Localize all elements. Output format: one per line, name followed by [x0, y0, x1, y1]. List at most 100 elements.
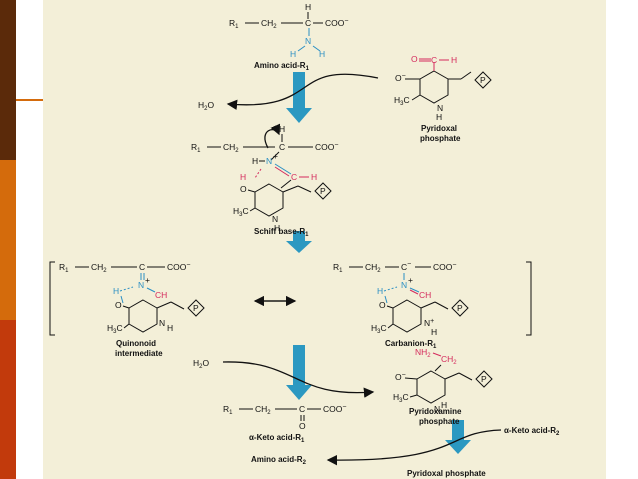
svg-text:α-Keto acid-R1: α-Keto acid-R1	[249, 433, 305, 444]
svg-text:N: N	[401, 280, 407, 290]
svg-text:COO−: COO−	[433, 262, 456, 272]
amino-acid-r1: R1 CH2 C COO− H N H H Amino acid-R1	[229, 2, 348, 72]
svg-text:phosphate: phosphate	[420, 134, 461, 143]
svg-text:O: O	[240, 184, 247, 194]
svg-text:H: H	[252, 156, 258, 166]
sidebar-stripe-dark	[0, 0, 16, 160]
svg-text:CH: CH	[155, 290, 167, 300]
svg-text:Pyridoxal phosphate: Pyridoxal phosphate	[407, 469, 486, 478]
svg-text:H: H	[311, 172, 317, 182]
svg-text:NH2: NH2	[415, 347, 431, 359]
svg-text:+: +	[273, 151, 278, 161]
svg-text:C: C	[291, 172, 297, 182]
svg-text:C: C	[305, 18, 311, 28]
alpha-keto-acid-r1: R1 CH2 C COO− O α-Keto acid-R1	[223, 404, 346, 444]
svg-text:O: O	[115, 300, 122, 310]
svg-text:H: H	[441, 400, 447, 410]
svg-text:Amino acid-R2: Amino acid-R2	[251, 455, 307, 466]
svg-text:H: H	[431, 327, 437, 337]
svg-text:Quinonoid: Quinonoid	[116, 339, 156, 348]
carbanion-r1: R1 CH2 C− COO− N + CH H O P H3C N+ H Car…	[333, 261, 469, 350]
svg-text:Pyridoxamine: Pyridoxamine	[409, 407, 462, 416]
sidebar-stripe-orange	[0, 160, 16, 320]
left-bracket	[49, 261, 55, 336]
svg-text:Carbanion-R1: Carbanion-R1	[385, 339, 437, 350]
svg-text:N+: N+	[424, 318, 434, 328]
sidebar-stripe-red	[0, 320, 16, 479]
svg-text:H3C: H3C	[371, 323, 387, 335]
svg-text:H3C: H3C	[393, 392, 409, 404]
svg-text:H: H	[436, 112, 442, 122]
svg-text:R1: R1	[333, 262, 343, 274]
process-arrow-1	[286, 72, 312, 123]
svg-text:C: C	[299, 404, 305, 414]
svg-text:P: P	[193, 303, 199, 313]
svg-text:H2O: H2O	[198, 100, 214, 112]
svg-text:COO−: COO−	[315, 142, 338, 152]
svg-text:R1: R1	[191, 142, 201, 154]
svg-text:H2O: H2O	[193, 358, 209, 370]
svg-text:N: N	[138, 280, 144, 290]
svg-text:COO−: COO−	[167, 262, 190, 272]
svg-text:CH2: CH2	[441, 354, 457, 366]
svg-text:COO−: COO−	[325, 18, 348, 28]
water-input-2: H2O	[193, 358, 375, 398]
svg-text:N: N	[434, 404, 440, 414]
svg-text:P: P	[480, 75, 486, 85]
transamination-diagram: R1 CH2 C COO− H N H H Amino acid-R1 O C …	[49, 2, 560, 478]
svg-text:H: H	[274, 223, 280, 233]
svg-text:CH2: CH2	[223, 142, 239, 154]
svg-text:H3C: H3C	[394, 95, 410, 107]
svg-text:H: H	[377, 286, 383, 296]
svg-text:N: N	[272, 214, 278, 224]
svg-text:N: N	[305, 36, 311, 46]
svg-text:O: O	[299, 421, 306, 431]
svg-text:Schiff base-R1: Schiff base-R1	[254, 227, 309, 238]
svg-text:H: H	[451, 55, 457, 65]
svg-text:O: O	[379, 300, 386, 310]
svg-text:N: N	[159, 318, 165, 328]
svg-text:C: C	[139, 262, 145, 272]
svg-text:COO−: COO−	[323, 404, 346, 414]
svg-text:R1: R1	[59, 262, 69, 274]
svg-text:H: H	[240, 172, 246, 182]
diagram-panel: R1 CH2 C COO− H N H H Amino acid-R1 O C …	[43, 0, 606, 479]
svg-text:O: O	[411, 54, 418, 64]
svg-text:N: N	[437, 103, 443, 113]
right-bracket	[526, 261, 532, 336]
svg-text:Amino acid-R1: Amino acid-R1	[254, 61, 310, 72]
svg-text:H3C: H3C	[233, 206, 249, 218]
svg-text:H: H	[167, 323, 173, 333]
svg-text:O−: O−	[395, 73, 406, 83]
svg-text:CH2: CH2	[365, 262, 381, 274]
quinonoid-intermediate: R1 CH2 C COO− N + CH H O P H3C N H Quino…	[59, 262, 205, 358]
svg-text:Pyridoxal: Pyridoxal	[421, 124, 457, 133]
svg-text:α-Keto acid-R2: α-Keto acid-R2	[504, 426, 560, 437]
pyridoxal-phosphate-structure: O C H O− P H3C N H Pyridoxal phosphate	[394, 54, 492, 143]
svg-text:P: P	[481, 374, 487, 384]
svg-text:CH2: CH2	[91, 262, 107, 274]
slide-accent-line	[16, 99, 50, 101]
svg-text:intermediate: intermediate	[115, 349, 163, 358]
svg-text:H: H	[113, 286, 119, 296]
svg-text:CH2: CH2	[261, 18, 277, 30]
svg-text:R1: R1	[229, 18, 239, 30]
svg-text:H: H	[319, 49, 325, 59]
svg-text:N: N	[266, 156, 272, 166]
svg-text:+: +	[145, 275, 150, 285]
process-arrow-3	[286, 345, 312, 400]
svg-text:H: H	[279, 124, 285, 134]
pyridoxamine-phosphate-structure: NH2 CH2 O− P H3C N H Pyridoxamine phosph…	[393, 347, 493, 426]
water-release-1: H2O	[198, 73, 379, 112]
svg-text:C: C	[279, 142, 285, 152]
svg-text:H: H	[290, 49, 296, 59]
svg-text:H3C: H3C	[107, 323, 123, 335]
svg-text:H: H	[305, 2, 311, 12]
svg-text:+: +	[408, 275, 413, 285]
schiff-base-r1: R1 CH2 C COO− H H N + C H H O P H3C N H …	[191, 123, 338, 238]
bottom-exchange: α-Keto acid-R2 Amino acid-R2 Pyridoxal p…	[251, 426, 560, 478]
svg-text:C−: C−	[401, 261, 411, 272]
process-arrow-2	[286, 231, 312, 253]
svg-text:O−: O−	[395, 372, 406, 382]
svg-text:phosphate: phosphate	[419, 417, 460, 426]
